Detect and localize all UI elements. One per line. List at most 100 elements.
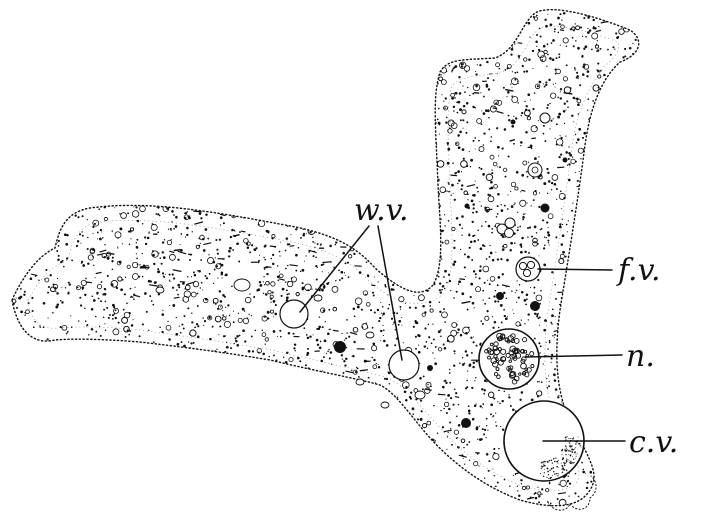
granule-dot [485, 437, 486, 438]
granule-dot [439, 311, 441, 313]
granule-dot [313, 334, 314, 335]
granule-dot [582, 36, 583, 37]
granule-dot [138, 276, 140, 278]
granule-dot [328, 282, 330, 284]
granule-dot [129, 330, 131, 332]
granule-dot [56, 292, 59, 295]
granule-dot [468, 409, 471, 412]
granule-dot [593, 19, 595, 21]
granule-dot [376, 363, 377, 364]
granule-dot [55, 306, 58, 309]
granule-dot [215, 257, 216, 258]
granule-dot [491, 73, 492, 74]
granule-dot [280, 242, 281, 243]
granule-dot [566, 46, 568, 48]
granule-dot [499, 402, 501, 404]
granule-dot [249, 251, 251, 253]
cv-stipple-dot [574, 448, 575, 449]
granule-dot [476, 345, 478, 347]
granule-dot [320, 341, 321, 342]
granule-dot [371, 357, 373, 359]
granule-dot [432, 352, 433, 353]
granule-dot [327, 332, 330, 335]
granule-dot [309, 336, 311, 338]
granule-dot [537, 487, 538, 488]
granule-dot [106, 307, 108, 309]
granule-dot [444, 380, 446, 382]
granule-dot [554, 379, 557, 382]
granule-dot [555, 316, 556, 317]
granule-dot [386, 344, 389, 347]
granule-dot [607, 49, 609, 51]
granule-dot [223, 222, 225, 224]
granule-dot [444, 288, 446, 290]
granule-dot [510, 191, 511, 192]
granule-dot [147, 237, 150, 240]
granule-dot [551, 42, 552, 43]
granule-dot [586, 487, 588, 489]
granule-dot [169, 274, 171, 276]
granule-dot [474, 137, 476, 139]
granule-dot [316, 278, 318, 280]
granule-dot [466, 444, 468, 446]
granule-dot [444, 347, 447, 350]
granule-dot [440, 410, 441, 411]
granule-dot [191, 321, 193, 323]
granule-dot [555, 298, 557, 300]
granule-dot [213, 283, 214, 284]
granule-dot [526, 70, 528, 72]
granule-dot [522, 216, 525, 219]
granule-dot [461, 292, 464, 295]
cv-stipple-dot [573, 437, 574, 438]
granule-dot [456, 102, 458, 104]
granule-dot [252, 350, 254, 352]
granule-dot [498, 327, 500, 329]
granule-dot [519, 284, 520, 285]
granule-dot [479, 277, 481, 279]
granule-dot [329, 245, 332, 248]
granule-dot [497, 300, 499, 302]
granule-dot [549, 342, 551, 344]
granule-dot [426, 341, 428, 343]
granule-dot [445, 97, 447, 99]
granule-dot [295, 228, 297, 230]
granule-dot [183, 315, 185, 317]
granule-dot [479, 426, 480, 427]
granule-dot [519, 399, 521, 401]
granule-dot [567, 165, 568, 166]
granule-dot [102, 237, 104, 239]
granule-dot [115, 309, 117, 311]
granule-dot [255, 330, 257, 332]
granule-dot [162, 251, 164, 253]
granule-dot [366, 261, 367, 262]
granule-dot [443, 408, 444, 409]
water-vacuole-left [280, 300, 308, 328]
granule-dot [418, 351, 421, 354]
granule-dot [66, 234, 68, 236]
granule-dot [130, 238, 131, 239]
granule-dot [555, 87, 556, 88]
granule-dot [422, 388, 424, 390]
granule-dot [279, 330, 281, 332]
granule-dot [579, 84, 581, 86]
granule-dot [136, 258, 138, 260]
granule-dot [472, 203, 475, 206]
granule-dot [517, 227, 519, 229]
granule-dot [554, 368, 556, 370]
granule-dot [69, 283, 71, 285]
granule-dot [171, 221, 172, 222]
granule-dot [444, 214, 445, 215]
granule-dot [587, 70, 590, 73]
granule-dot [490, 413, 492, 415]
granule-dot [97, 232, 99, 234]
granule-dot [197, 293, 199, 295]
granule-dot [522, 219, 524, 221]
granule-dot [221, 271, 224, 274]
granule-dot [247, 246, 249, 248]
granule-dot [175, 225, 178, 228]
granule-dot [216, 265, 218, 267]
granule-dot [491, 136, 492, 137]
granule-dot [238, 261, 240, 263]
granule-dot [47, 292, 49, 294]
granule-dot [372, 327, 374, 329]
